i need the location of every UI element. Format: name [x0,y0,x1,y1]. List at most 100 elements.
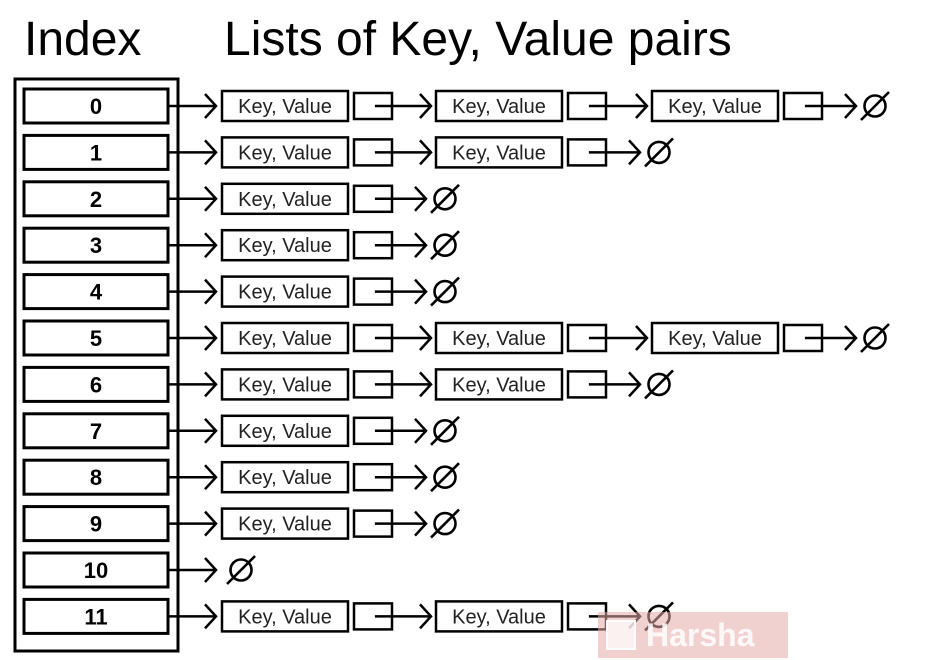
bucket-row: 4 Key, Value [22,273,460,311]
index-cell [22,273,170,311]
bucket-row: 7 Key, Value [22,412,460,450]
list-node: Key, Value [434,136,674,169]
index-label: 2 [90,187,102,212]
key-value-box [220,321,350,355]
pointer-arrow [374,278,428,305]
key-value-box [434,600,564,633]
key-value-box [220,136,350,169]
pointer-arrow [168,93,218,119]
key-value-label: Key, Value [238,467,332,489]
index-column-title: Index [24,13,142,66]
bucket-row: 9 Key, Value [22,505,460,543]
index-column-frame [13,77,180,653]
pointer-arrow [588,93,649,119]
bucket-row: 10 [22,551,256,589]
key-value-box [650,321,780,355]
key-value-box [220,414,350,448]
bucket-row: 1 Key, Value Key, Value [22,133,674,171]
key-value-label: Key, Value [668,328,762,350]
pointer-arrow [588,139,642,166]
null-pointer-icon [430,462,460,493]
index-cell [22,226,170,264]
key-value-box [220,275,350,308]
pointer-arrow [168,278,218,305]
list-node: Key, Value [220,136,433,169]
key-value-box [220,600,350,633]
lists-title: Lists of Key, Value pairs [224,13,732,66]
pointer-arrow [374,417,428,444]
pointer-arrow [168,464,218,491]
index-cell [22,551,170,589]
index-cell [22,505,170,543]
pointer-arrow [168,603,218,630]
null-pointer-icon [226,555,256,585]
list-node: Key, Value [434,89,649,123]
pointer-arrow [804,325,858,351]
list-node: Key, Value [220,275,460,308]
bucket-row: 2 Key, Value [22,180,460,218]
pointer-arrow [168,325,218,351]
key-value-box [220,182,350,216]
key-value-label: Key, Value [238,282,332,304]
pointer-arrow [374,93,433,119]
pointer-arrow [168,139,218,166]
key-value-label: Key, Value [668,96,762,118]
index-label: 10 [84,558,108,583]
index-label: 7 [90,419,102,444]
index-label: 3 [90,233,102,258]
key-value-box [434,89,564,123]
watermark-logo-icon [606,620,636,650]
key-value-label: Key, Value [238,374,332,396]
key-value-box [434,368,564,401]
index-label: 4 [90,280,103,305]
list-node: Key, Value [220,414,460,448]
null-pointer-icon [430,508,460,539]
key-value-box [220,89,350,123]
null-pointer-icon [430,276,460,307]
key-value-label: Key, Value [238,142,332,164]
null-pointer-icon [430,230,460,261]
list-node: Key, Value [434,600,674,633]
key-value-box [220,507,350,540]
pointer-arrow [168,557,218,583]
null-pointer-icon [430,183,460,214]
pointer-arrow [374,510,428,537]
key-value-label: Key, Value [452,606,546,628]
index-label: 5 [90,326,102,351]
key-value-box [220,228,350,262]
null-pointer-icon [860,91,890,121]
key-value-box [434,321,564,355]
list-node: Key, Value [220,182,460,216]
pointer-arrow [168,417,218,444]
pointer-arrow [374,464,428,491]
index-cell [22,180,170,218]
pointer-arrow [374,139,433,166]
index-label: 6 [90,372,102,397]
index-label: 9 [90,512,102,537]
pointer-arrow [168,510,218,537]
index-cell [22,412,170,450]
key-value-label: Key, Value [238,235,332,257]
key-value-label: Key, Value [238,189,332,211]
list-node: Key, Value [220,507,460,540]
index-label: 11 [84,604,107,629]
pointer-arrow [374,232,428,259]
key-value-label: Key, Value [238,421,332,443]
index-label: 0 [90,94,102,119]
key-value-box [220,368,350,401]
list-node: Key, Value [650,89,890,123]
watermark: Harsha [598,612,788,658]
key-value-label: Key, Value [452,96,546,118]
key-value-label: Key, Value [238,96,332,118]
list-node: Key, Value [434,321,649,355]
pointer-arrow [374,371,433,398]
key-value-box [434,136,564,169]
key-value-label: Key, Value [238,514,332,536]
index-label: 1 [90,140,102,165]
key-value-box [650,89,780,123]
null-pointer-icon [644,137,674,168]
key-value-label: Key, Value [452,142,546,164]
